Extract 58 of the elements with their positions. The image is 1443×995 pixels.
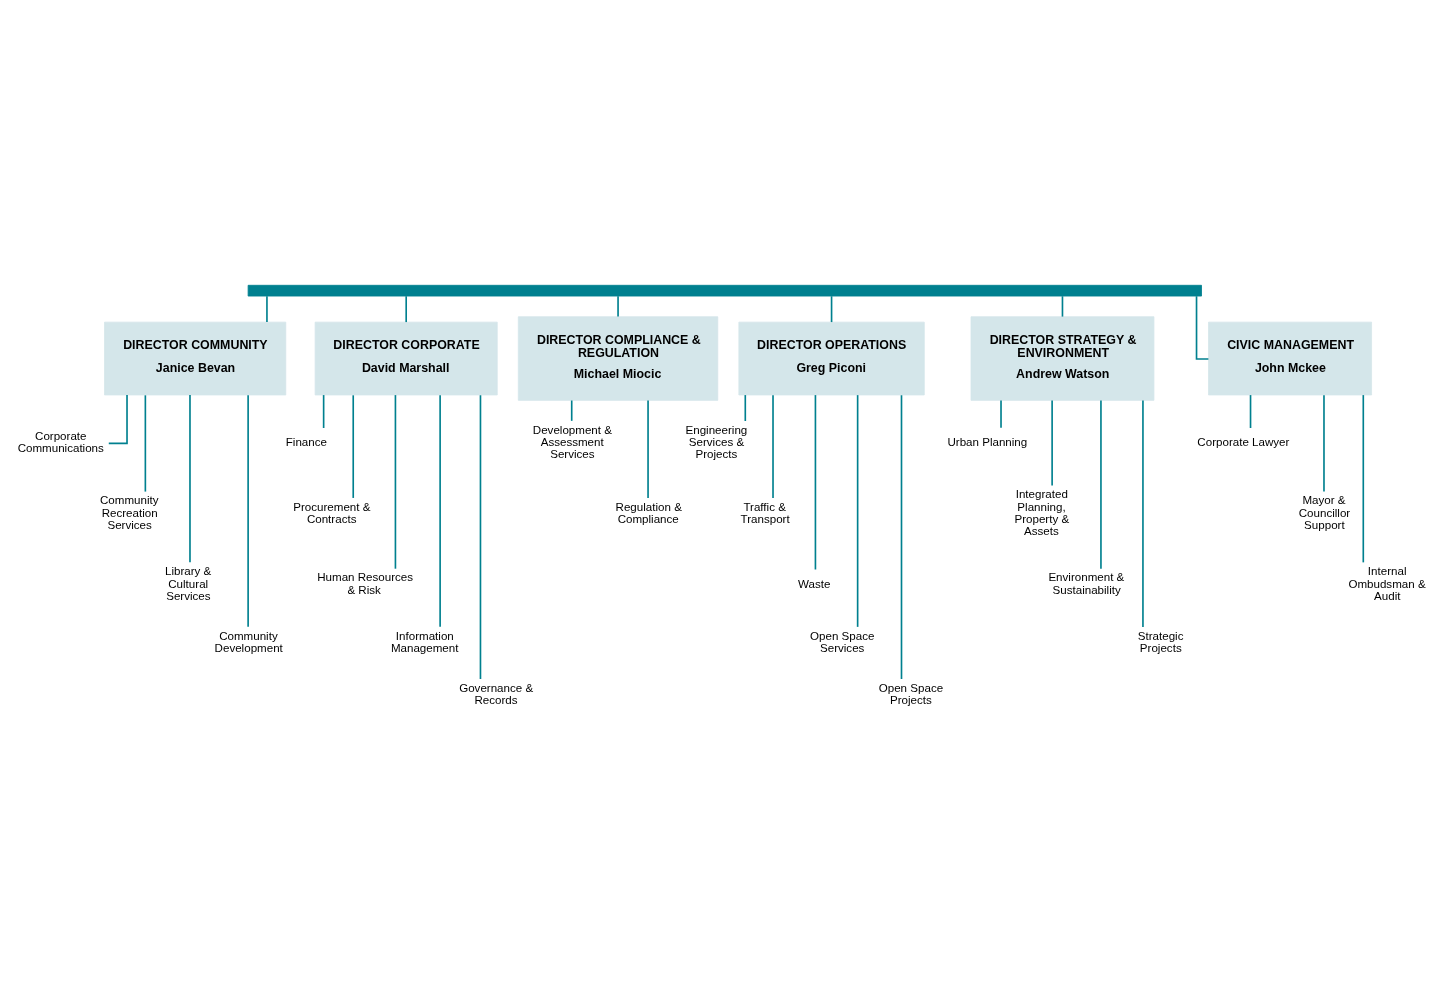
node-text: Library & Cultural Services xyxy=(164,564,212,602)
connector xyxy=(1142,399,1144,628)
connector xyxy=(1100,399,1102,570)
node-text: Environment & Sustainability xyxy=(1048,570,1125,596)
node-text: Internal Ombudsman & Audit xyxy=(1348,564,1426,602)
node-text: Urban Planning xyxy=(947,435,1028,448)
connector xyxy=(266,294,268,323)
connector xyxy=(1323,394,1325,492)
connector xyxy=(144,394,147,492)
node-box: DIRECTOR CORPORATE David Marshall xyxy=(314,321,498,395)
connector xyxy=(405,294,407,323)
connector xyxy=(1249,393,1252,429)
node-text: Community Recreation Services xyxy=(99,493,159,531)
node-text: Development & Assessment Services xyxy=(532,423,612,460)
node-text: Human Resources & Risk xyxy=(317,570,414,596)
connector xyxy=(570,399,573,422)
node-text: Mayor & Councillor Support xyxy=(1298,493,1351,531)
connector xyxy=(617,294,619,317)
connector xyxy=(856,393,859,628)
connector xyxy=(900,393,903,680)
node-text: Strategic Projects xyxy=(1137,629,1184,654)
node-text: Open Space Projects xyxy=(878,681,944,706)
connector xyxy=(1061,294,1064,317)
node-text: Waste xyxy=(798,577,831,590)
node-text: Engineering Services & Projects xyxy=(685,423,748,460)
node-text: Finance xyxy=(285,435,327,448)
connector xyxy=(1195,294,1210,360)
connector xyxy=(479,393,482,680)
node-text: Regulation & Compliance xyxy=(615,500,682,525)
node-box: CIVIC MANAGEMENT John Mckee xyxy=(1208,321,1372,395)
node-text: Traffic & Transport xyxy=(740,500,790,525)
connector xyxy=(830,294,833,323)
connector xyxy=(744,393,747,422)
connector xyxy=(1000,399,1002,429)
node-text: Governance & Records xyxy=(459,681,534,706)
node-bar xyxy=(247,284,1202,296)
node-text: Open Space Services xyxy=(810,629,875,654)
connector xyxy=(352,394,355,499)
connector xyxy=(647,399,649,499)
connector xyxy=(814,393,817,570)
node-text: Integrated Planning, Property & Assets xyxy=(1014,487,1070,537)
connector xyxy=(247,393,249,628)
connector xyxy=(394,393,397,570)
node-text: Corporate Communications xyxy=(17,429,104,454)
connector xyxy=(772,394,774,499)
node-text: Information Management xyxy=(390,629,459,654)
connector xyxy=(322,393,325,429)
node-box: DIRECTOR COMMUNITY Janice Bevan xyxy=(104,321,287,395)
connector xyxy=(1051,399,1053,486)
node-text: Procurement & Contracts xyxy=(293,500,371,525)
node-box: DIRECTOR STRATEGY & ENVIRONMENT Andrew Watson xyxy=(970,315,1155,401)
node-box: DIRECTOR OPERATIONS Greg Piconi xyxy=(738,321,925,395)
node-text: Corporate Lawyer xyxy=(1197,435,1290,448)
connector xyxy=(1362,393,1365,563)
connector xyxy=(189,393,191,563)
connector xyxy=(439,393,441,628)
node-text: Community Development xyxy=(214,629,283,654)
node-box: DIRECTOR COMPLIANCE & REGULATION Michael Miocic xyxy=(517,315,719,401)
